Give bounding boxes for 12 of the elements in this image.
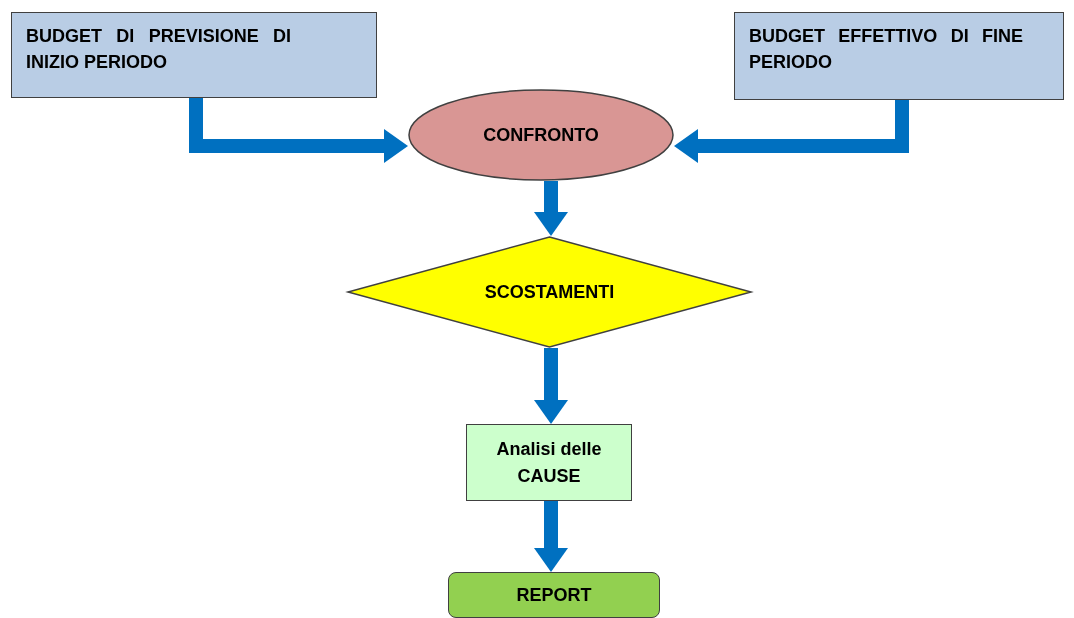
node-label: BUDGET EFFETTIVO DI FINE PERIODO [749, 25, 1023, 75]
node-label: Analisi delle CAUSE [495, 438, 603, 488]
node-label: SCOSTAMENTI [484, 280, 615, 304]
process-box [734, 12, 1064, 100]
node-label: BUDGET DI PREVISIONE DI INIZIO PERIODO [26, 25, 291, 75]
arrow [534, 181, 568, 236]
node-label: REPORT [516, 583, 592, 607]
process-box [11, 12, 377, 98]
terminal-box [448, 572, 660, 618]
process-box [466, 424, 632, 501]
arrow [534, 348, 568, 424]
node-label: CONFRONTO [483, 123, 599, 147]
